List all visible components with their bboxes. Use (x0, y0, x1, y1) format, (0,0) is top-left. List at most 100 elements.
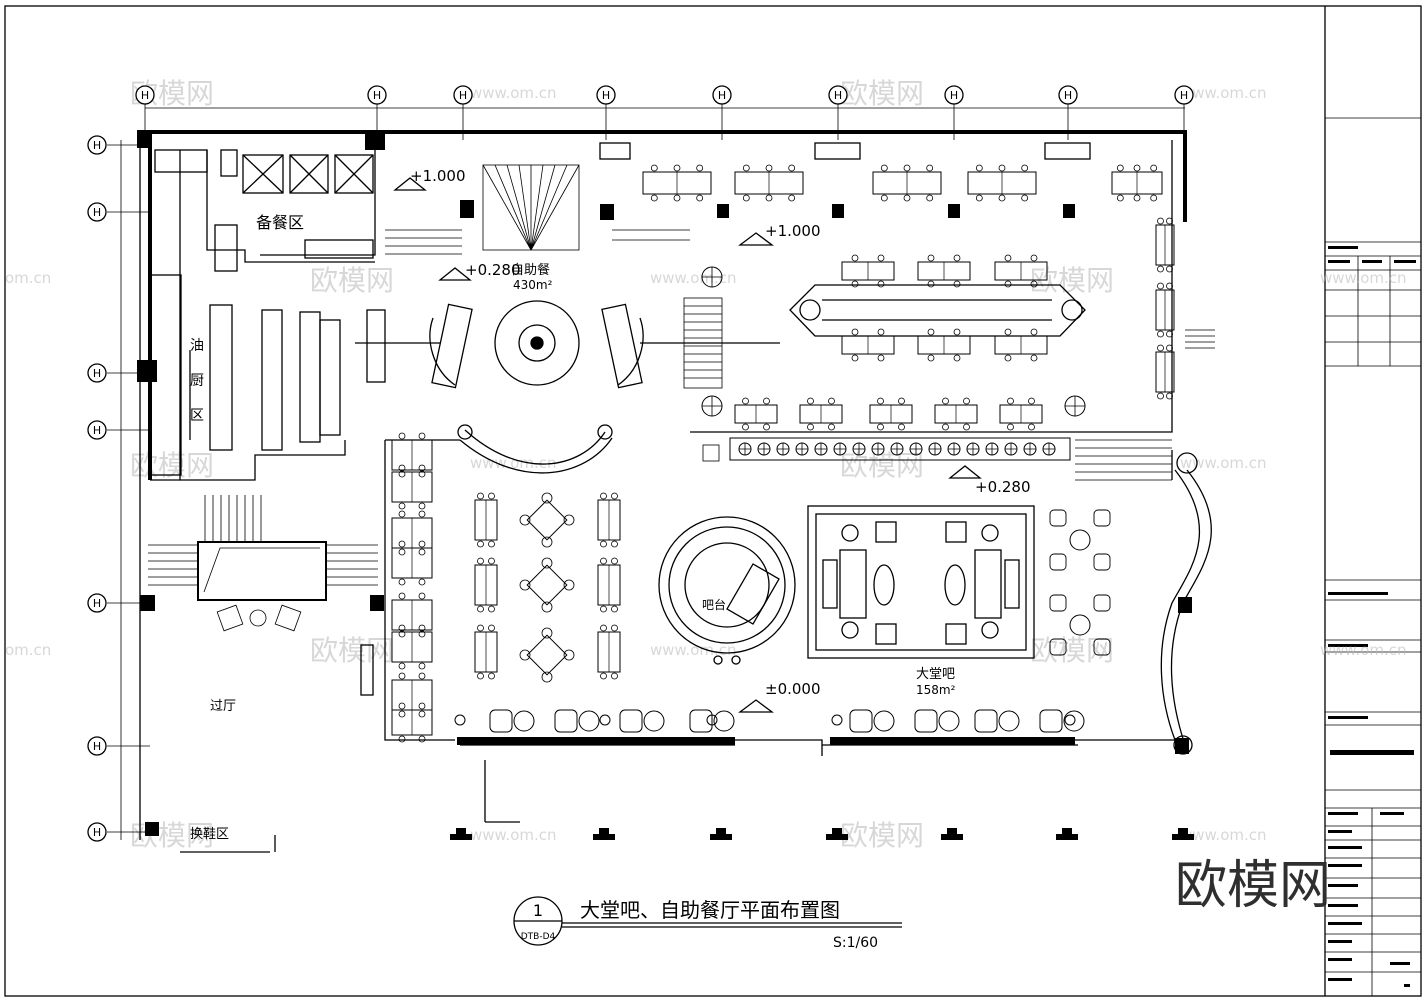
grid-label: H (718, 89, 726, 102)
table-set-diamond (519, 557, 575, 613)
table-set (597, 624, 621, 680)
watermark-url: om.cn (5, 269, 51, 287)
title-block-logo: 欧模网 (1175, 856, 1331, 916)
room-label-prep: 备餐区 (256, 213, 304, 232)
grid-label: H (602, 89, 610, 102)
planter-strip (701, 266, 1086, 461)
room-label-buffet-area: 430m² (513, 278, 553, 292)
shrub-icon (947, 442, 961, 456)
grid-label: H (141, 89, 149, 102)
watermark-logo: 欧模网 (130, 819, 214, 852)
grid-label: H (1180, 89, 1188, 102)
shrub-icon (1023, 442, 1037, 456)
piers (450, 828, 1194, 840)
watermark-logo: 欧模网 (130, 449, 214, 482)
table-set (869, 397, 913, 431)
furniture (391, 164, 1175, 743)
grid-bubble-left: H (87, 135, 107, 155)
watermark-logo: 欧模网 (310, 264, 394, 297)
grid-bubble-left: H (87, 363, 107, 383)
shrub-icon (795, 442, 809, 456)
grid-label: H (93, 424, 101, 437)
planter-pot (706, 714, 718, 726)
table-set-diamond (519, 627, 575, 683)
shrub-icon (909, 442, 923, 456)
grid-bubble-top: H (1174, 85, 1194, 105)
watermark-url: www.om.cn (1180, 454, 1267, 472)
grid-label: H (950, 89, 958, 102)
shrub-icon (776, 442, 790, 456)
planter-pot (1064, 714, 1076, 726)
tree-icon (701, 395, 723, 417)
kitchen-equipment (150, 149, 386, 696)
drawing-number: 1 (533, 901, 543, 920)
shrub-icon (852, 442, 866, 456)
shrub-icon (814, 442, 828, 456)
level-buffet: +0.280 (465, 261, 521, 279)
table-set (917, 328, 971, 362)
table-set (734, 164, 804, 202)
room-label-lobby-bar: 大堂吧 (916, 667, 955, 682)
table-set (799, 397, 843, 431)
shrub-icon (928, 442, 942, 456)
columns (137, 130, 1192, 836)
table-set (642, 164, 712, 202)
table-set (994, 254, 1048, 288)
title-block-fine-print (1328, 246, 1416, 987)
watermark-url: www.om.cn (470, 454, 557, 472)
shrub-icon (871, 442, 885, 456)
buffet-round-station (355, 300, 780, 474)
grid-label: H (373, 89, 381, 102)
watermark-url: www.om.cn (1180, 84, 1267, 102)
grid-bubble-left: H (87, 736, 107, 756)
watermark-url: www.om.cn (650, 269, 737, 287)
table-set (841, 254, 895, 288)
watermark-url: www.om.cn (470, 826, 557, 844)
grid-label: H (459, 89, 467, 102)
table-set (1155, 344, 1175, 400)
grid-bubble-top: H (828, 85, 848, 105)
level-markers (393, 177, 982, 713)
shrub-icon (738, 442, 752, 456)
room-label-kitchen-2: 厨 (190, 373, 204, 389)
grid-bubble-left: H (87, 822, 107, 842)
table-set (917, 254, 971, 288)
room-label-hall: 过厅 (210, 699, 236, 714)
grid-label: H (93, 597, 101, 610)
shrub-icon (833, 442, 847, 456)
table-set (1155, 282, 1175, 338)
lounge-chair (689, 709, 735, 733)
watermark-url: www.om.cn (1320, 641, 1407, 659)
watermarks: 欧模网 www.om.cn 欧模网 www.om.cn om.cn 欧模网 ww… (5, 77, 1407, 852)
central-stair (385, 164, 690, 255)
grid-bubble-top: H (453, 85, 473, 105)
grid-lines (107, 100, 1185, 840)
table-set (474, 557, 498, 613)
level-lobby: ±0.000 (765, 680, 821, 698)
tree-icon (1064, 395, 1086, 417)
grid-bubble-top: H (596, 85, 616, 105)
watermark-url: www.om.cn (1320, 269, 1407, 287)
watermark-logo: 欧模网 (310, 634, 394, 667)
room-label-reception: 换鞋区 (190, 826, 229, 842)
table-set (474, 624, 498, 680)
table-set (597, 492, 621, 548)
shrub-icon (966, 442, 980, 456)
grid-label: H (93, 740, 101, 753)
table-set (391, 702, 433, 743)
dining-long-table (789, 284, 1086, 337)
lounge-chair (849, 709, 895, 733)
grid-bubble-top: H (712, 85, 732, 105)
table-set (999, 397, 1043, 431)
table-set (1155, 217, 1175, 273)
lounge-chair (974, 709, 1020, 733)
level-dining: +1.000 (765, 222, 821, 240)
sheet-border (4, 5, 1422, 997)
bar-counter (658, 516, 796, 665)
room-label-kitchen-3: 区 (190, 408, 204, 424)
planter-pot (599, 714, 611, 726)
grid-bubble-left: H (87, 420, 107, 440)
entrance-hall (148, 495, 378, 632)
shrub-icon (985, 442, 999, 456)
table-set (734, 397, 778, 431)
